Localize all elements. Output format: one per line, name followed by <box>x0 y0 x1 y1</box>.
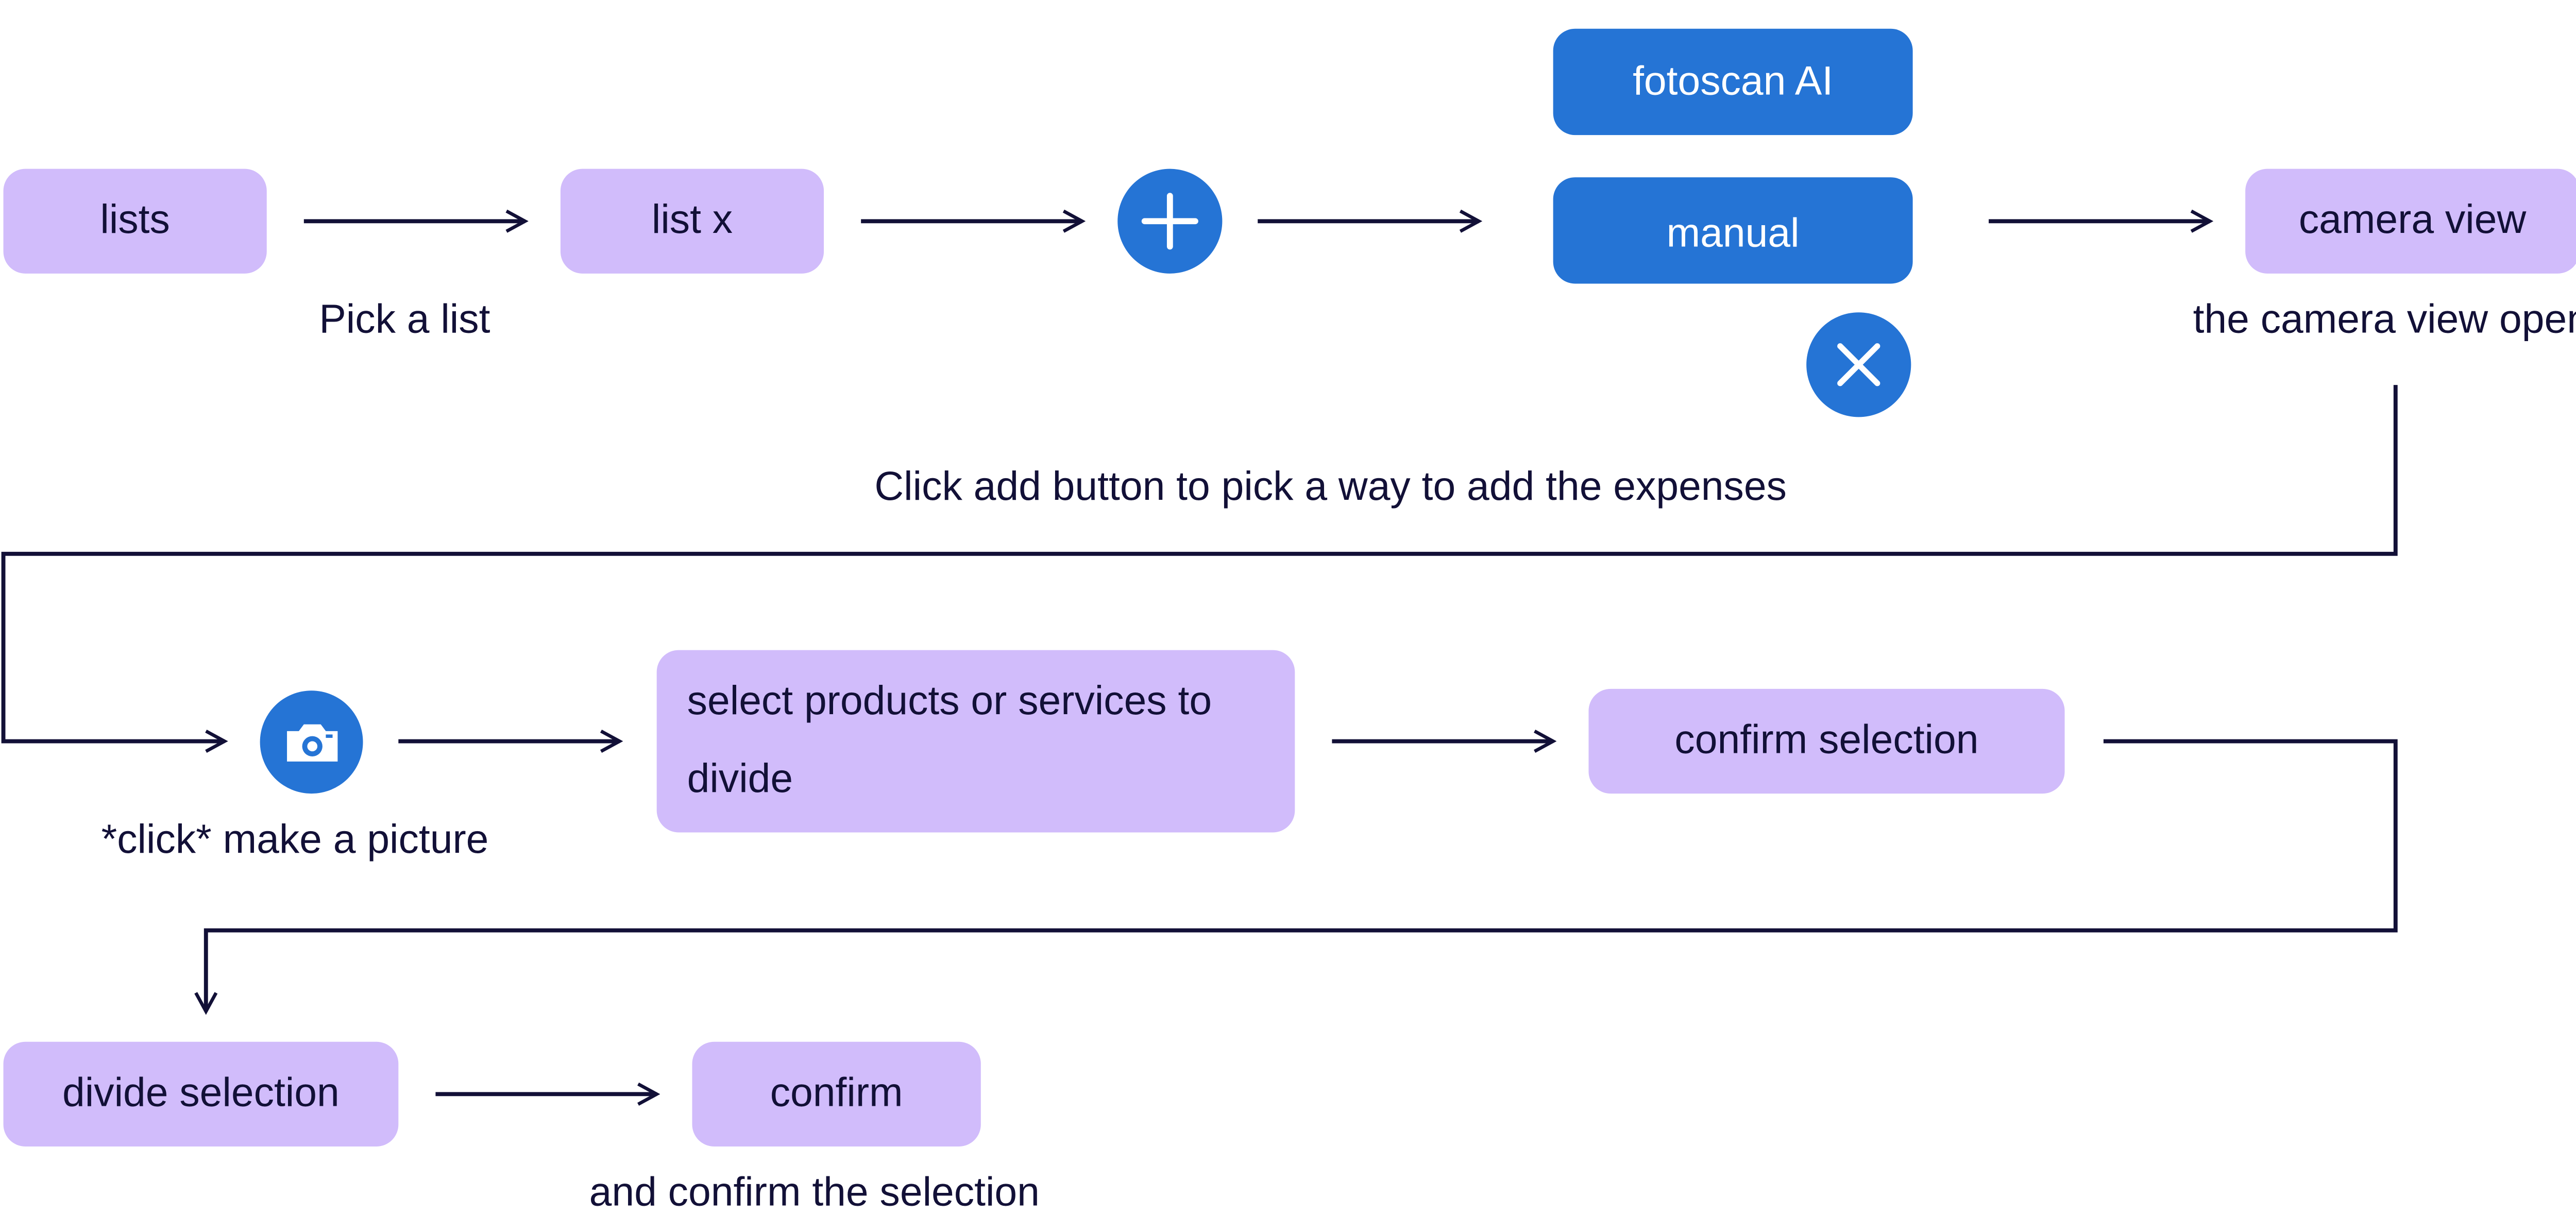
caption-make-picture: *click* make a picture <box>101 817 489 863</box>
step-confirm-selection: confirm selection <box>1588 688 2065 794</box>
step-list-x: list x <box>560 168 824 274</box>
step-divide-selection: divide selection <box>3 1041 399 1146</box>
caption-add-button: Click add button to pick a way to add th… <box>874 464 1787 510</box>
step-divide-selection-label: divide selection <box>62 1070 340 1116</box>
connector-confirm-selection-to-divide <box>206 739 2398 1011</box>
step-select-products-label: select products or services to divide <box>687 679 1212 802</box>
step-lists-label: lists <box>100 197 170 243</box>
camera-button <box>260 690 363 794</box>
connector-camera-view-to-picture <box>1 385 2398 741</box>
step-list-x-label: list x <box>651 197 733 243</box>
caption-confirm-the-selection: and confirm the selection <box>589 1170 1040 1216</box>
close-icon <box>1837 343 1880 386</box>
step-lists: lists <box>3 168 267 274</box>
step-select-products: select products or services to divide <box>656 650 1295 833</box>
caption-pick-list: Pick a list <box>319 297 490 343</box>
step-confirm-label: confirm <box>770 1070 903 1116</box>
option-fotoscan-ai-label: fotoscan AI <box>1633 58 1834 104</box>
step-confirm: confirm <box>692 1041 981 1146</box>
option-manual: manual <box>1553 177 1913 284</box>
camera-icon <box>286 723 337 761</box>
step-camera-view-label: camera view <box>2298 197 2527 243</box>
plus-icon <box>1141 193 1198 250</box>
option-manual-label: manual <box>1666 210 1800 256</box>
option-fotoscan-ai: fotoscan AI <box>1553 28 1913 136</box>
add-button <box>1117 168 1223 274</box>
step-camera-view: camera view <box>2245 168 2576 274</box>
caption-camera-opens: the camera view opens <box>2193 297 2576 343</box>
step-confirm-selection-label: confirm selection <box>1674 717 1979 764</box>
close-button <box>1806 312 1911 417</box>
